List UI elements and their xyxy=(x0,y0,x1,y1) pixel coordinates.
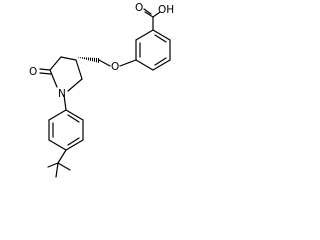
ether-linkage xyxy=(98,59,137,67)
chemical-structure-diagram: OH O O O N xyxy=(29,2,174,178)
n-aryl-bond xyxy=(63,94,67,111)
atom-label-carboxyl-oh: OH xyxy=(158,4,174,16)
benzoic-acid-ring xyxy=(135,29,171,71)
structure-canvas: OH O O O N xyxy=(0,0,208,180)
carboxylic-acid-group xyxy=(143,8,161,31)
pyrrolidinone-ring xyxy=(49,56,83,92)
tert-butyl-group xyxy=(47,149,71,178)
atom-label-ring-n: N xyxy=(58,88,66,100)
phenyl-ring xyxy=(48,109,84,151)
lactam-carbonyl xyxy=(39,68,52,75)
atom-label-carboxyl-o: O xyxy=(135,2,143,14)
hashed-wedge-bond xyxy=(76,57,99,63)
atom-label-ether-o: O xyxy=(111,61,119,73)
atom-label-lactam-o: O xyxy=(29,66,37,78)
